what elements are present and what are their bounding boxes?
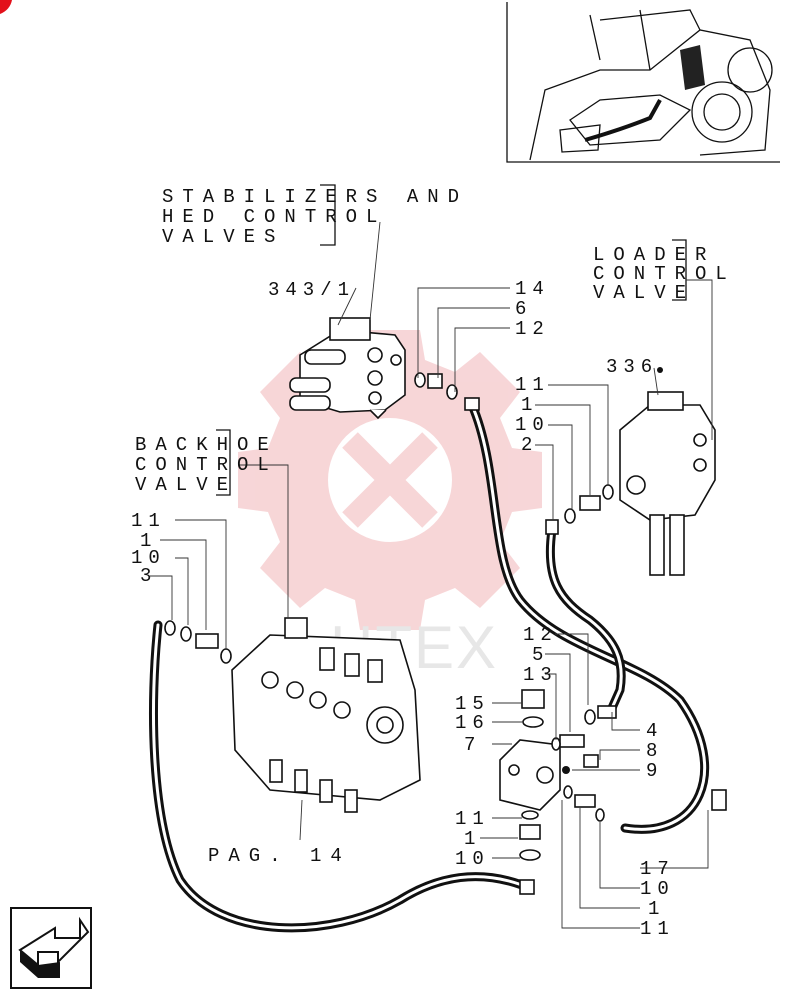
- ref-page-14: PAG. 14: [208, 845, 351, 867]
- callout-11-loader: 11: [515, 374, 550, 396]
- callout-14-top: 14: [515, 278, 550, 300]
- loader-label: LOADER CONTROL VALVE: [593, 244, 736, 304]
- stabilizers-label: STABILIZERS AND HED CONTROL VALVES: [162, 186, 468, 248]
- tractor-inset: [506, 2, 780, 163]
- callout-15-mid: 15: [455, 693, 490, 715]
- callout-11-right: 11: [640, 918, 675, 940]
- backhoe-label-line1: BACKHOE: [135, 434, 278, 456]
- stabilizer-control-valve: [289, 317, 406, 420]
- stabilizers-label-line1: STABILIZERS AND: [162, 186, 468, 208]
- callout-17-right: 17: [640, 858, 675, 880]
- loader-label-line1: LOADER: [593, 244, 715, 266]
- leader-lines: [150, 221, 713, 929]
- backhoe-control-valve: [231, 617, 421, 813]
- ref-336: 336: [606, 356, 658, 378]
- callout-10-loader: 10: [515, 414, 550, 436]
- callout-11-bottom: 11: [455, 808, 490, 830]
- callout-1-backhoe: 1: [140, 530, 157, 552]
- callout-1-loader: 1: [521, 394, 538, 416]
- callout-16-mid: 16: [455, 712, 490, 734]
- loader-label-line3: VALVE: [593, 282, 695, 304]
- loader-control-valve: [619, 367, 716, 576]
- callout-8-mid: 8: [646, 740, 663, 762]
- callout-5-mid: 5: [532, 644, 549, 666]
- callout-13-mid: 13: [523, 664, 558, 686]
- corner-mark: [0, 0, 12, 14]
- callout-3-backhoe: 3: [140, 565, 157, 587]
- callout-10-right: 10: [640, 878, 675, 900]
- backhoe-label-line2: CONTROL: [135, 454, 278, 476]
- fittings: [164, 372, 727, 895]
- callout-1-right: 1: [648, 898, 665, 920]
- callout-6-top: 6: [515, 298, 532, 320]
- callout-12-mid: 12: [523, 624, 558, 646]
- callout-11-backhoe: 11: [131, 510, 166, 532]
- ref-343-1: 343/1: [268, 279, 355, 301]
- callout-4-mid: 4: [646, 720, 663, 742]
- callout-2-loader: 2: [521, 434, 538, 456]
- stabilizers-label-line2: HED CONTROL: [162, 206, 386, 228]
- callout-1-bottom: 1: [464, 828, 481, 850]
- callout-10-bottom: 10: [455, 848, 490, 870]
- callout-12-top: 12: [515, 318, 550, 340]
- stabilizers-label-line3: VALVES: [162, 226, 284, 248]
- backhoe-label: BACKHOE CONTROL VALVE: [135, 434, 278, 496]
- label-brackets: [216, 184, 687, 496]
- callout-7-mid: 7: [464, 734, 481, 756]
- backhoe-label-line3: VALVE: [135, 474, 237, 496]
- callout-10-backhoe: 10: [131, 547, 166, 569]
- callout-9-mid: 9: [646, 760, 663, 782]
- loader-label-line2: CONTROL: [593, 263, 736, 285]
- next-page-arrow-icon[interactable]: [10, 907, 92, 989]
- adapter-block: [499, 689, 605, 861]
- hose-lines: [148, 400, 710, 933]
